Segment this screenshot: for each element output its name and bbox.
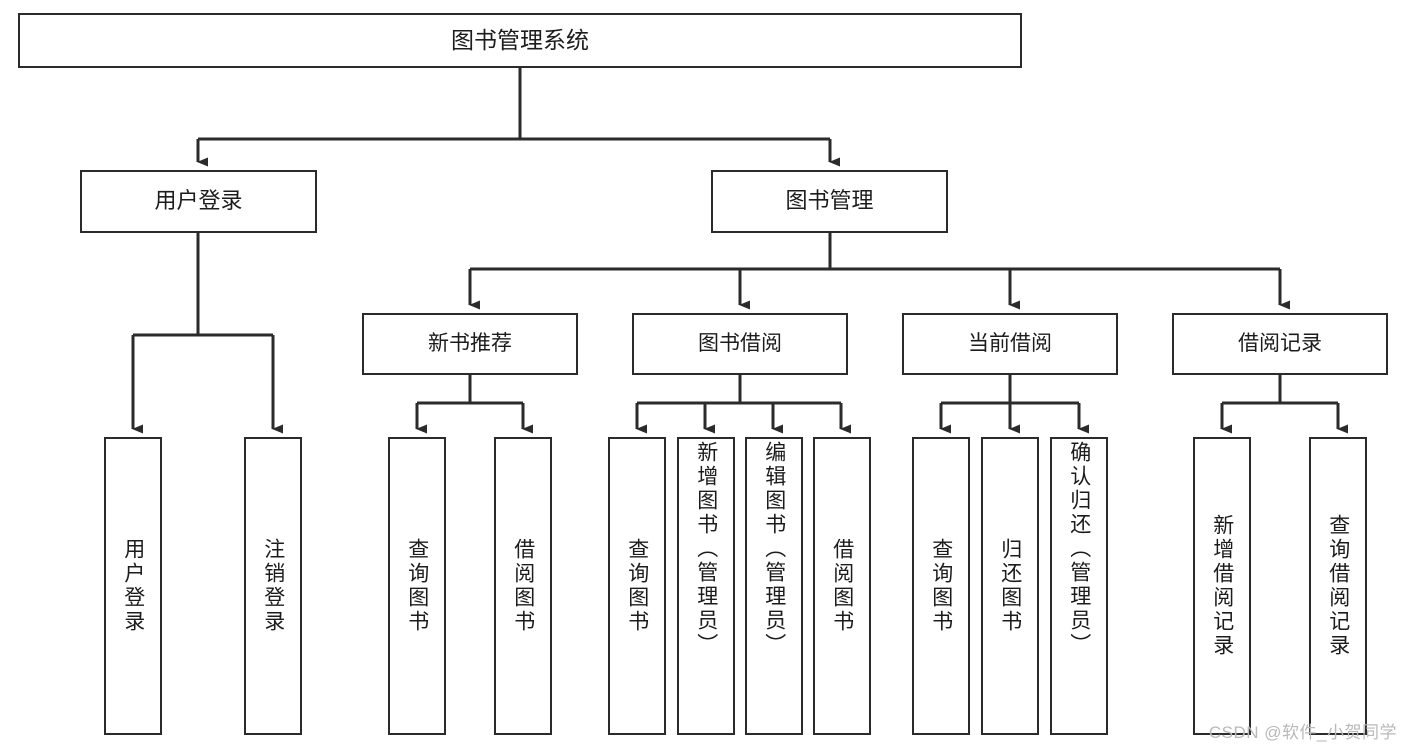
node-label: 当前借阅 — [968, 332, 1052, 356]
csdn-watermark: CSDN @软件_小贺同学 — [1208, 723, 1397, 742]
node-new-book-recommend[interactable]: 新书推荐 — [362, 313, 578, 375]
node-label: 借阅图书 — [830, 538, 854, 634]
leaf-new-book-query-book[interactable]: 查询图书 — [388, 437, 446, 735]
node-root-book-management-system[interactable]: 图书管理系统 — [18, 13, 1022, 68]
leaf-text-wrap: 查询借阅记录 — [1311, 439, 1365, 733]
leaf-text-wrap: 借阅图书 — [815, 439, 869, 733]
leaf-borrow-record-add-record[interactable]: 新增借阅记录 — [1193, 437, 1251, 735]
node-label: 归还图书 — [998, 538, 1022, 634]
leaf-book-borrow-edit-book-admin[interactable]: 编辑图书（管理员） — [745, 437, 803, 735]
node-label: 查询图书 — [405, 538, 429, 634]
leaf-borrow-record-query-record[interactable]: 查询借阅记录 — [1309, 437, 1367, 735]
leaf-text-wrap: 查询图书 — [610, 439, 664, 733]
node-label: 新书推荐 — [428, 332, 512, 356]
node-label: 新增图书（管理员） — [694, 441, 718, 657]
leaf-text-wrap: 确认归还（管理员） — [1052, 439, 1106, 735]
node-borrow-record[interactable]: 借阅记录 — [1172, 313, 1388, 375]
leaf-text-wrap: 借阅图书 — [496, 439, 550, 733]
node-book-borrow[interactable]: 图书借阅 — [632, 313, 848, 375]
leaf-new-book-borrow-book[interactable]: 借阅图书 — [494, 437, 552, 735]
leaf-text-wrap: 编辑图书（管理员） — [747, 439, 801, 735]
leaf-text-wrap: 查询图书 — [390, 439, 444, 733]
node-label: 图书管理系统 — [451, 26, 589, 53]
leaf-user-login-logout[interactable]: 注销登录 — [244, 437, 302, 735]
leaf-text-wrap: 归还图书 — [983, 439, 1037, 733]
node-label: 编辑图书（管理员） — [762, 441, 786, 657]
node-label: 查询借阅记录 — [1326, 514, 1350, 658]
node-label: 用户登录 — [154, 188, 243, 214]
node-label: 用户登录 — [121, 538, 145, 634]
leaf-text-wrap: 用户登录 — [106, 439, 160, 733]
node-label: 注销登录 — [261, 538, 285, 634]
node-user-login[interactable]: 用户登录 — [80, 170, 317, 233]
node-label: 图书借阅 — [698, 332, 782, 356]
node-label: 借阅图书 — [511, 538, 535, 634]
leaf-current-borrow-confirm-return-admin[interactable]: 确认归还（管理员） — [1050, 437, 1108, 735]
leaf-text-wrap: 新增借阅记录 — [1195, 439, 1249, 733]
leaf-current-borrow-query-book[interactable]: 查询图书 — [912, 437, 970, 735]
leaf-user-login-user-login[interactable]: 用户登录 — [104, 437, 162, 735]
leaf-current-borrow-return-book[interactable]: 归还图书 — [981, 437, 1039, 735]
node-label: 确认归还（管理员） — [1067, 441, 1091, 657]
leaf-book-borrow-add-book-admin[interactable]: 新增图书（管理员） — [677, 437, 735, 735]
node-label: 借阅记录 — [1238, 332, 1322, 356]
node-book-management[interactable]: 图书管理 — [711, 170, 948, 233]
node-current-borrow[interactable]: 当前借阅 — [902, 313, 1118, 375]
leaf-text-wrap: 查询图书 — [914, 439, 968, 733]
node-label: 新增借阅记录 — [1210, 514, 1234, 658]
leaf-text-wrap: 注销登录 — [246, 439, 300, 733]
leaf-text-wrap: 新增图书（管理员） — [679, 439, 733, 735]
leaf-book-borrow-borrow-book[interactable]: 借阅图书 — [813, 437, 871, 735]
leaf-book-borrow-query-book[interactable]: 查询图书 — [608, 437, 666, 735]
node-label: 查询图书 — [929, 538, 953, 634]
node-label: 图书管理 — [785, 188, 874, 214]
node-label: 查询图书 — [625, 538, 649, 634]
